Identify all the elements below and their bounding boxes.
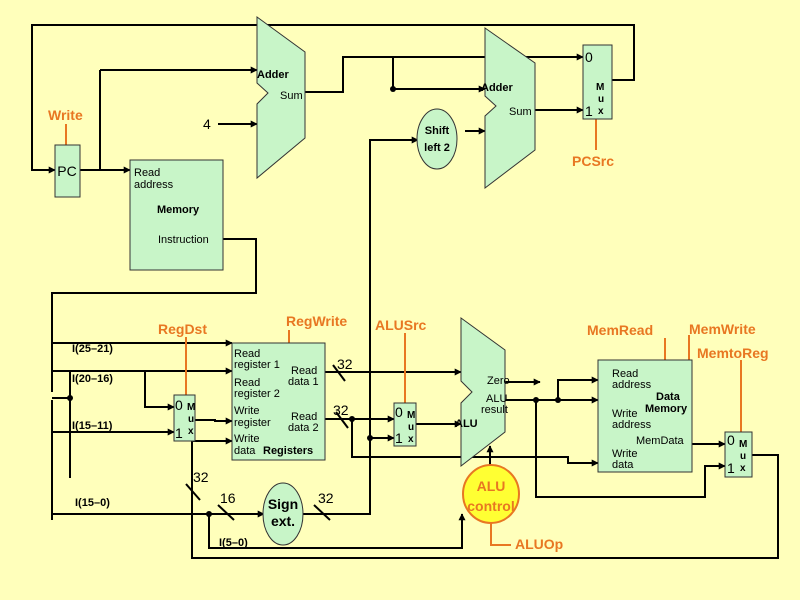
imem-read-address-1: Read: [134, 167, 160, 179]
regs-write-reg-a: Write: [234, 405, 259, 417]
mux-pcsrc-u: u: [598, 94, 604, 105]
control-memread: MemRead: [587, 322, 653, 338]
constant-four: 4: [203, 116, 211, 132]
alu-name: ALU: [455, 418, 478, 430]
adder1-sum-label: Sum: [280, 90, 303, 102]
imem-instruction: Instruction: [158, 234, 209, 246]
control-aluop: ALUOp: [515, 536, 563, 552]
control-memwrite: MemWrite: [689, 321, 756, 337]
shift-left-2: Shift left 2: [416, 108, 458, 170]
mux-memtoreg-m: M: [739, 439, 747, 450]
adder-pc4: Adder Sum: [256, 16, 306, 180]
control-alusrc: ALUSrc: [375, 317, 427, 333]
regs-read-data1-b: data 1: [288, 376, 319, 388]
dmem-memdata: MemData: [636, 435, 685, 447]
bus-width-rd1: 32: [337, 356, 353, 372]
dmem-name-1: Data: [656, 391, 681, 403]
sign-ext-label-1: Sign: [268, 496, 298, 512]
mux-regdst-x: x: [188, 426, 194, 437]
adder2-label: Adder: [481, 82, 514, 94]
sign-extend: Sign ext.: [262, 482, 304, 546]
dmem-read-address-1: Read: [612, 368, 638, 380]
wire-label-i15-0: I(15–0): [75, 497, 110, 509]
adder1-label: Adder: [257, 69, 290, 81]
control-memtoreg: MemtoReg: [697, 345, 769, 361]
dmem-write-data-2: data: [612, 459, 634, 471]
alu: Zero ALU result ALU: [455, 317, 510, 468]
imem-read-address-2: address: [134, 179, 174, 191]
control-pcsrc: PCSrc: [572, 153, 614, 169]
alu-control-label-1: ALU: [477, 478, 506, 494]
regs-write-reg-b: register: [234, 417, 271, 429]
mux-regdst-m: M: [187, 402, 195, 413]
regs-read-data1-a: Read: [291, 365, 317, 377]
alu-control: ALU control: [462, 464, 520, 524]
mux-memtoreg-u: u: [740, 451, 746, 462]
regs-read-reg2-a: Read: [234, 377, 260, 389]
mux-alusrc: 0 1 M u x: [393, 402, 417, 447]
mux-memtoreg: 0 1 M u x: [724, 431, 753, 478]
regs-read-reg1-a: Read: [234, 348, 260, 360]
bus-width-ext: 32: [318, 490, 334, 506]
register-file: Read register 1 Read register 2 Write re…: [231, 342, 326, 461]
imem-name: Memory: [157, 204, 200, 216]
alu-result-label-1: ALU: [486, 393, 507, 405]
adder-branch: Adder Sum: [481, 27, 536, 190]
shift-label-2: left 2: [424, 142, 450, 154]
pc-label: PC: [57, 163, 76, 179]
dmem-write-data-1: Write: [612, 448, 637, 460]
regs-read-data2-a: Read: [291, 411, 317, 423]
mux-pcsrc: 0 1 M u x: [582, 44, 613, 120]
wire-label-i15-11: I(15–11): [72, 420, 113, 432]
regs-write-data-a: Write: [234, 433, 259, 445]
dmem-write-address-1: Write: [612, 408, 637, 420]
instruction-memory: Read address Memory Instruction: [129, 159, 224, 271]
mux-regdst-0: 0: [175, 397, 183, 413]
wire-label-i20-16: I(20–16): [72, 373, 113, 385]
mux-regdst: 0 1 M u x: [173, 394, 196, 442]
mux-pcsrc-m: M: [596, 82, 604, 93]
mux-regdst-u: u: [188, 414, 194, 425]
dmem-name-2: Memory: [645, 403, 688, 415]
regs-read-reg2-b: register 2: [234, 388, 280, 400]
regs-read-reg1-b: register 1: [234, 359, 280, 371]
wire-next-pc: [31, 24, 635, 174]
mux-pcsrc-0: 0: [585, 49, 593, 65]
sign-ext-label-2: ext.: [271, 513, 295, 529]
mux-regdst-1: 1: [175, 425, 183, 441]
bus-width-16: 16: [220, 490, 236, 506]
mux-alusrc-x: x: [408, 434, 414, 445]
control-write: Write: [48, 107, 83, 123]
mux-memtoreg-x: x: [740, 463, 746, 474]
bus-width-wd: 32: [193, 469, 209, 485]
alu-result-label-2: result: [481, 404, 508, 416]
dmem-write-address-2: address: [612, 419, 652, 431]
alu-control-label-2: control: [467, 498, 514, 514]
mux-memtoreg-0: 0: [727, 432, 735, 448]
mux-alusrc-m: M: [407, 410, 415, 421]
regs-write-data-b: data: [234, 445, 256, 457]
dmem-read-address-2: address: [612, 379, 652, 391]
mux-alusrc-u: u: [408, 422, 414, 433]
control-regwrite: RegWrite: [286, 313, 347, 329]
mux-alusrc-0: 0: [395, 404, 403, 420]
wire-label-i5-0: I(5–0): [219, 537, 248, 549]
datapath-wires: [31, 24, 779, 559]
regs-read-data2-b: data 2: [288, 422, 319, 434]
regs-name: Registers: [263, 445, 313, 457]
mux-alusrc-1: 1: [395, 430, 403, 446]
shift-label-1: Shift: [425, 125, 450, 137]
control-regdst: RegDst: [158, 321, 207, 337]
data-memory: Read address Data Memory Write address M…: [597, 359, 693, 473]
pc-register: PC: [54, 144, 81, 198]
mux-pcsrc-1: 1: [585, 103, 593, 119]
adder2-sum-label: Sum: [509, 106, 532, 118]
mux-pcsrc-x: x: [598, 106, 604, 117]
wire-label-i25-21: I(25–21): [72, 343, 113, 355]
mux-memtoreg-1: 1: [727, 460, 735, 476]
bus-width-rd2: 32: [333, 402, 349, 418]
alu-zero-label: Zero: [487, 375, 510, 387]
control-lines: [65, 118, 742, 546]
